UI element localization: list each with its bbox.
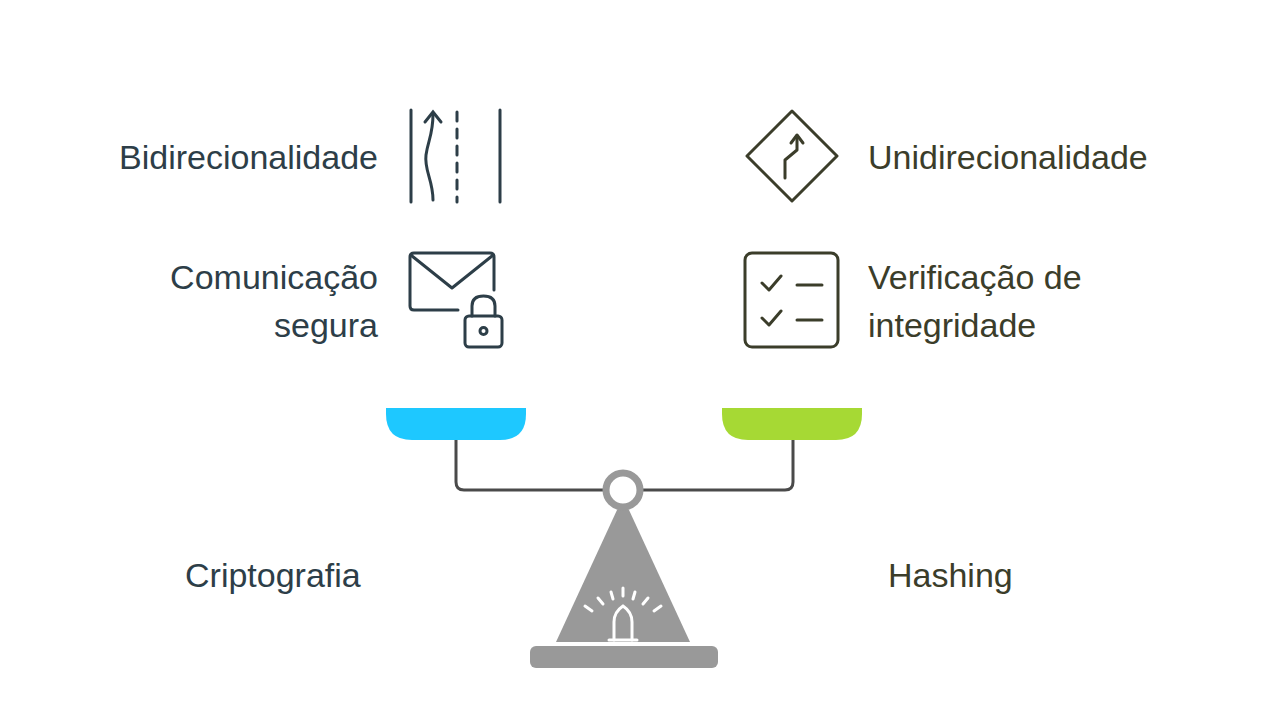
side-title: Criptografia: [185, 551, 361, 599]
road-icon: [411, 110, 500, 202]
secure-mail-icon: [410, 253, 502, 347]
side-title: Hashing: [888, 551, 1013, 599]
checklist-icon: [745, 253, 838, 347]
property-label: Bidirecionalidade: [119, 133, 378, 181]
scale: [386, 408, 862, 668]
use-case-label: Comunicação segura: [118, 253, 378, 349]
turn-sign-icon: [747, 111, 837, 201]
use-case-label: Verificação de integridade: [868, 253, 1168, 349]
property-label: Unidirecionalidade: [868, 133, 1148, 181]
